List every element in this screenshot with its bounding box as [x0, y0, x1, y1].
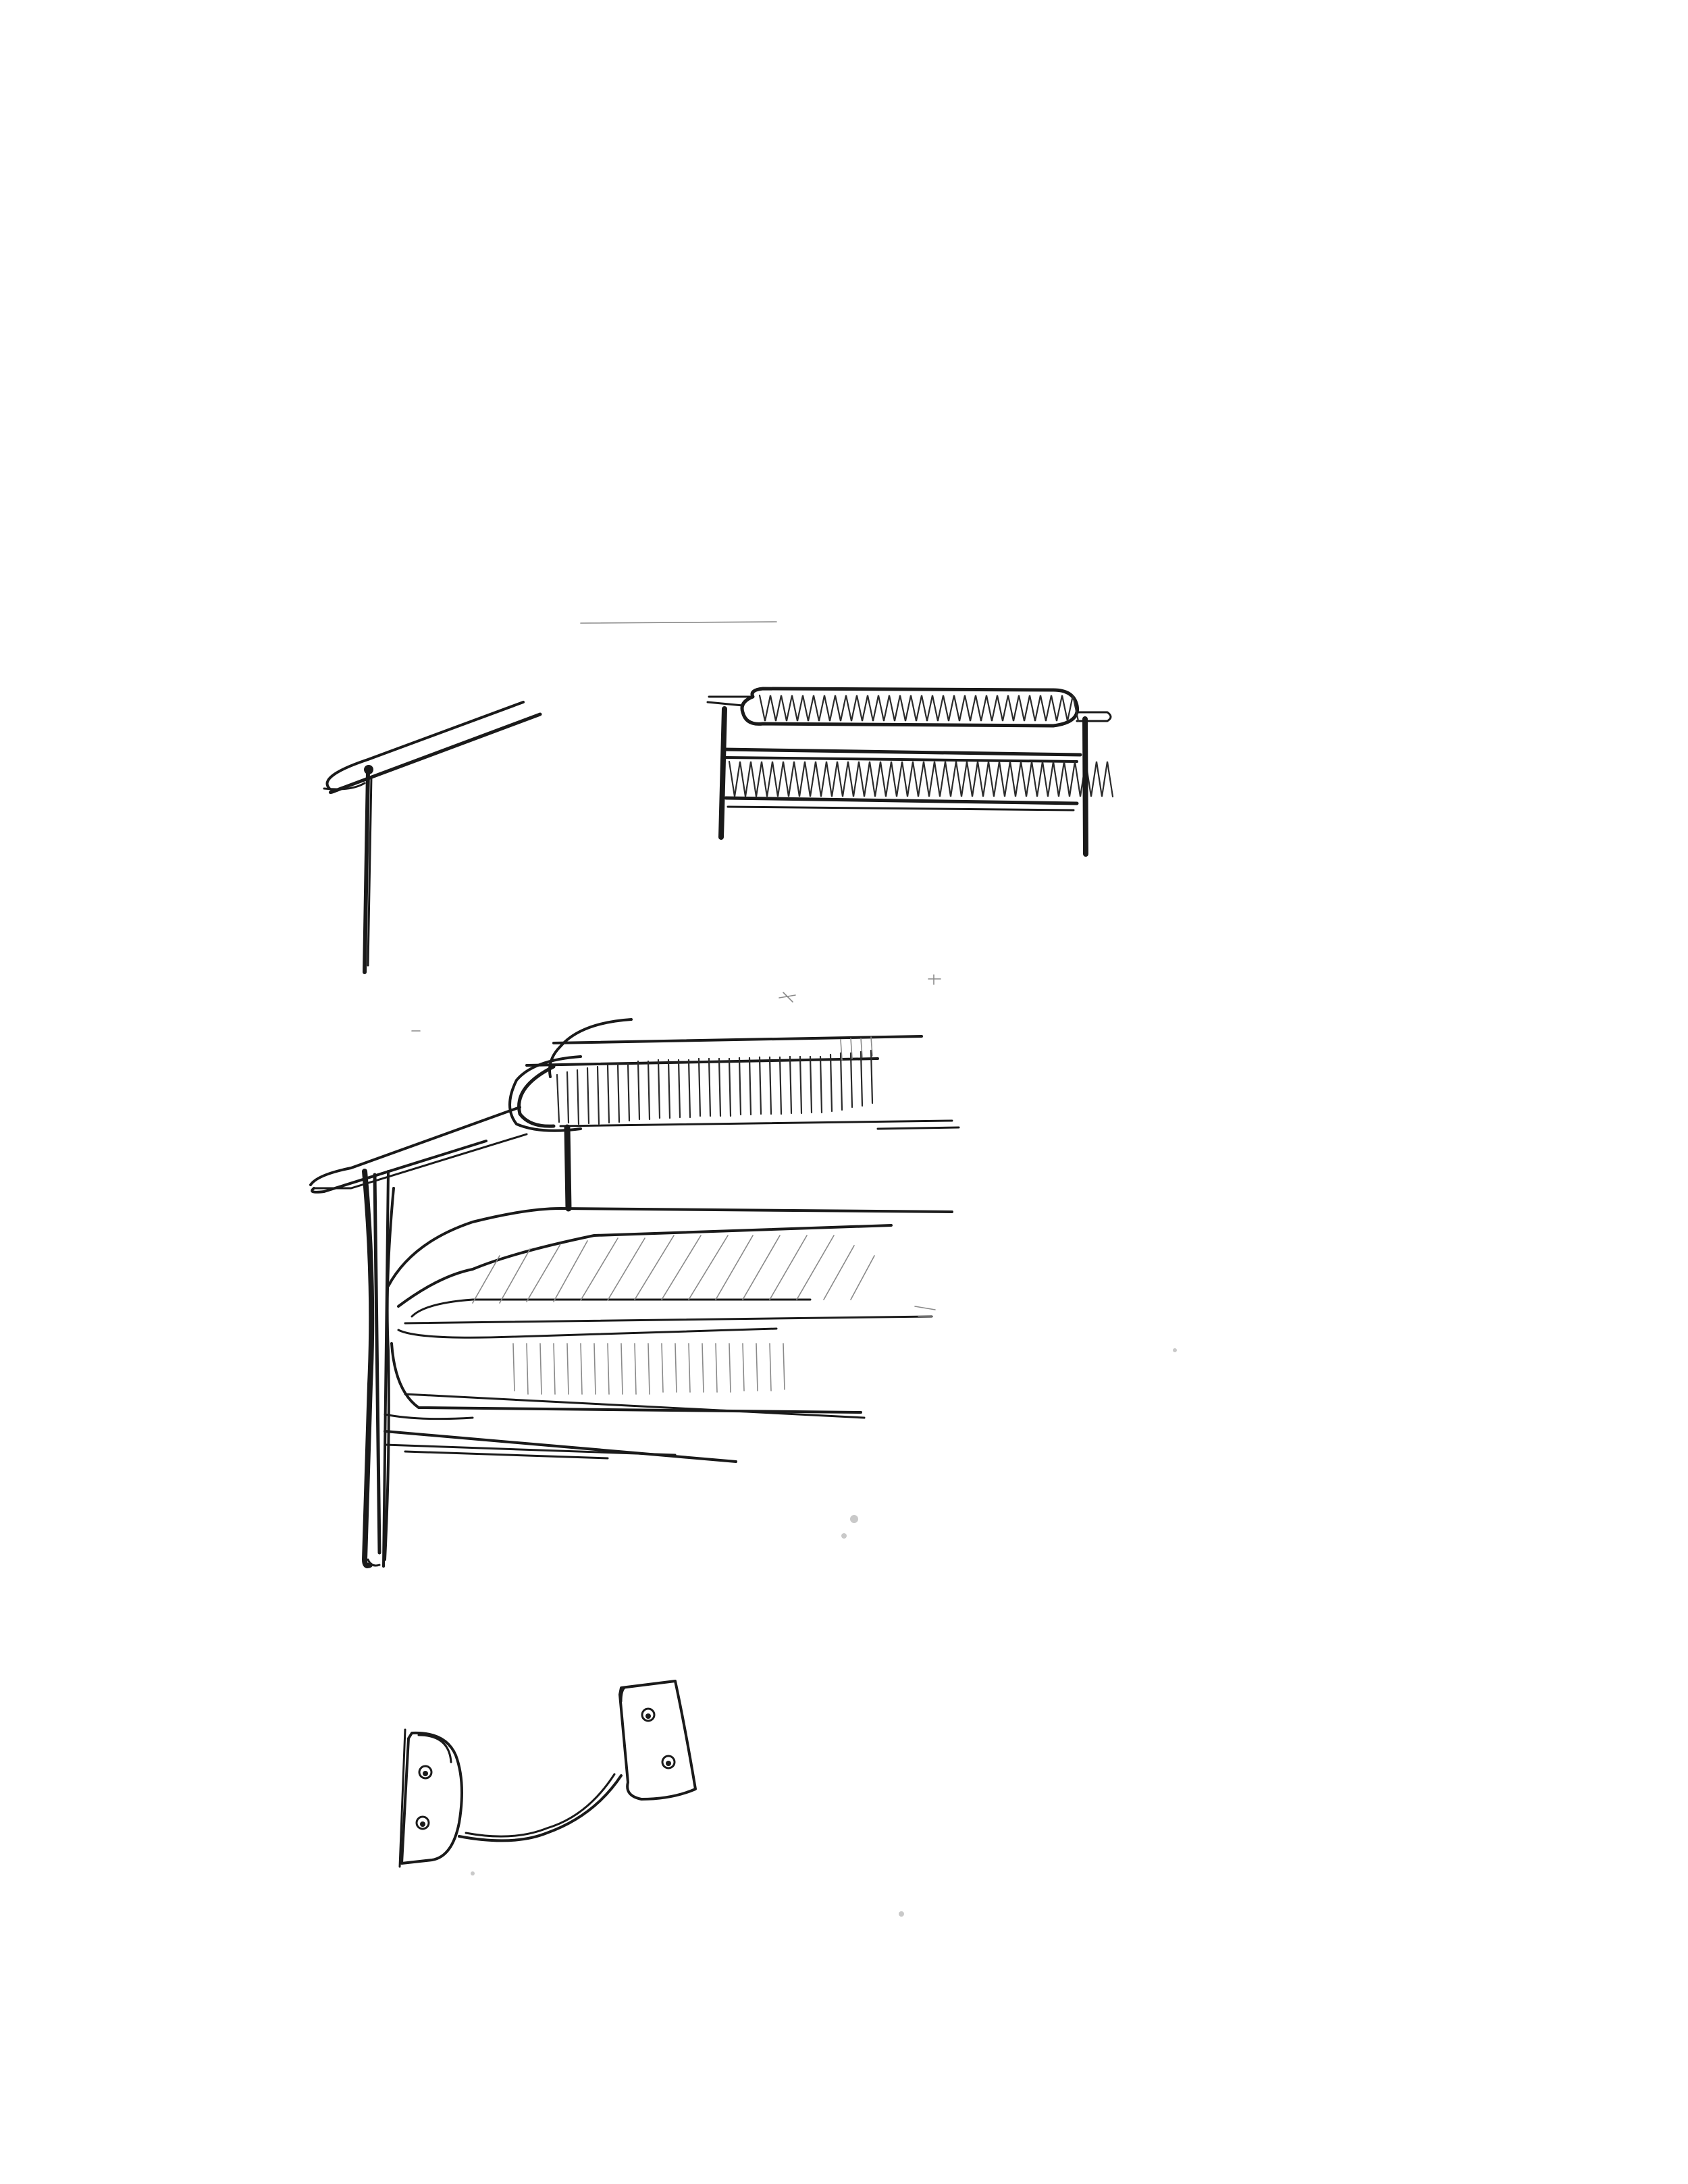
leg-bracket-detail-sketch [398, 1680, 697, 1868]
paper-smudges [411, 621, 1177, 1917]
sofa-armrest-perspective-sketch [309, 1018, 960, 1568]
backrest-frame-front-sketch [706, 687, 1114, 857]
armrest-side-profile-sketch [323, 701, 542, 974]
